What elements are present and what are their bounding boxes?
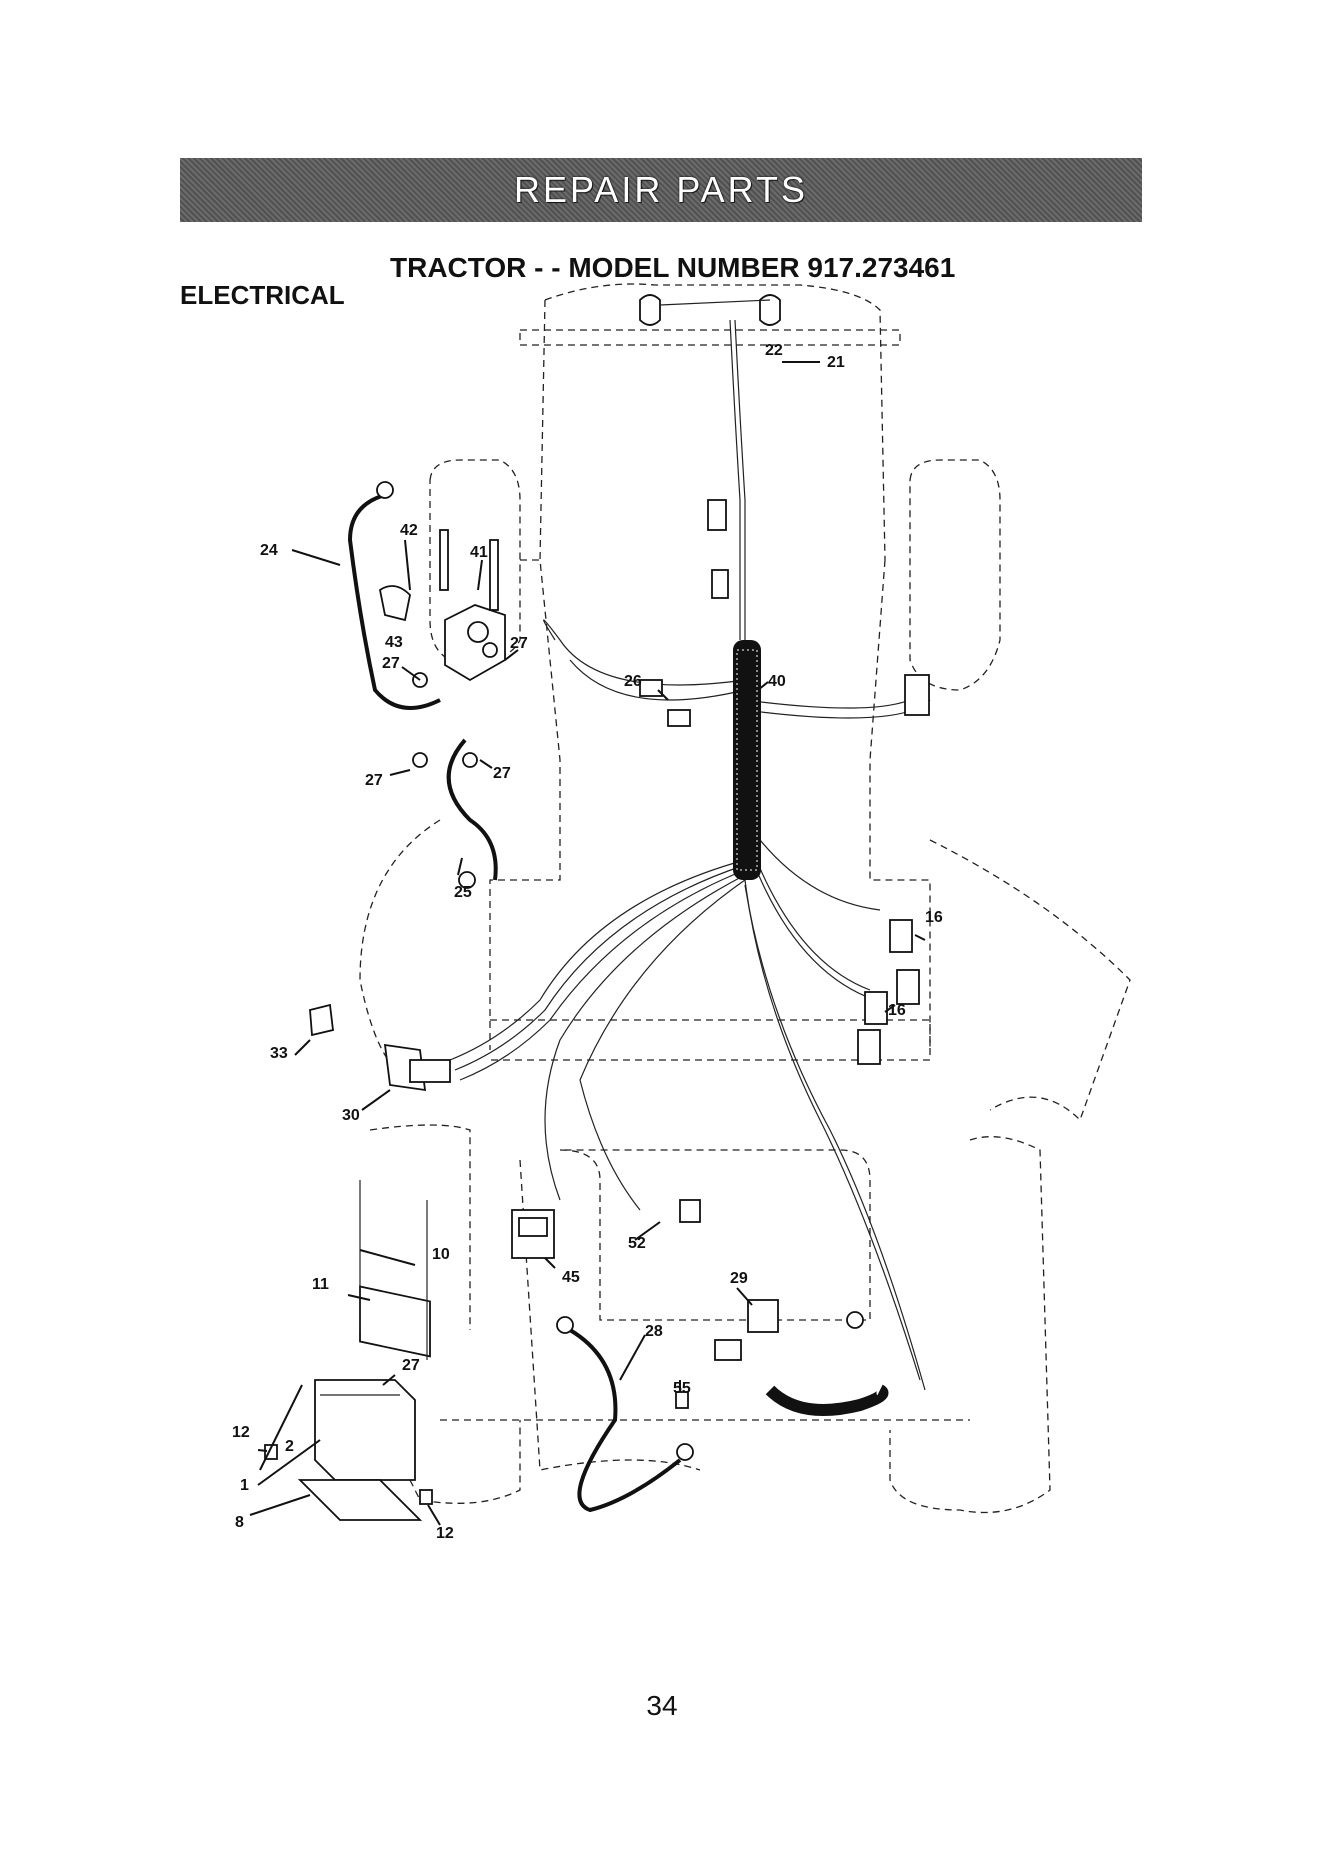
callout-12-b: 12 <box>436 1525 454 1542</box>
callout-16-a: 16 <box>925 909 943 926</box>
callout-27-b: 27 <box>510 635 528 652</box>
callout-8: 8 <box>235 1514 244 1531</box>
callout-16-b: 16 <box>888 1002 906 1019</box>
callout-40: 40 <box>768 673 786 690</box>
callout-27-e: 27 <box>402 1357 420 1374</box>
callout-25: 25 <box>454 884 472 901</box>
callout-27-d: 27 <box>493 765 511 782</box>
callout-11: 11 <box>312 1276 329 1293</box>
callout-22: 22 <box>765 342 783 359</box>
callout-1: 1 <box>240 1477 249 1494</box>
callout-30: 30 <box>342 1107 360 1124</box>
callout-43: 43 <box>385 634 403 651</box>
callout-45: 45 <box>562 1269 580 1286</box>
callout-27-c: 27 <box>365 772 383 789</box>
page-number: 34 <box>0 1690 1324 1722</box>
callout-41: 41 <box>470 544 488 561</box>
callout-10: 10 <box>432 1246 450 1263</box>
callout-55: 55 <box>673 1380 691 1397</box>
callout-12-a: 12 <box>232 1424 250 1441</box>
callout-29: 29 <box>730 1270 748 1287</box>
battery-conduit <box>770 1390 883 1410</box>
harness-conduit <box>733 640 761 880</box>
callout-52: 52 <box>628 1235 646 1252</box>
callout-27-a: 27 <box>382 655 400 672</box>
callout-28: 28 <box>645 1323 663 1340</box>
callout-21: 21 <box>827 354 845 371</box>
callout-42: 42 <box>400 522 418 539</box>
callout-33: 33 <box>270 1045 288 1062</box>
ignition-and-battery <box>265 1005 778 1520</box>
tractor-outline <box>360 284 1130 1513</box>
callout-26: 26 <box>624 673 642 690</box>
callout-24: 24 <box>260 542 278 559</box>
callout-2: 2 <box>285 1438 294 1455</box>
